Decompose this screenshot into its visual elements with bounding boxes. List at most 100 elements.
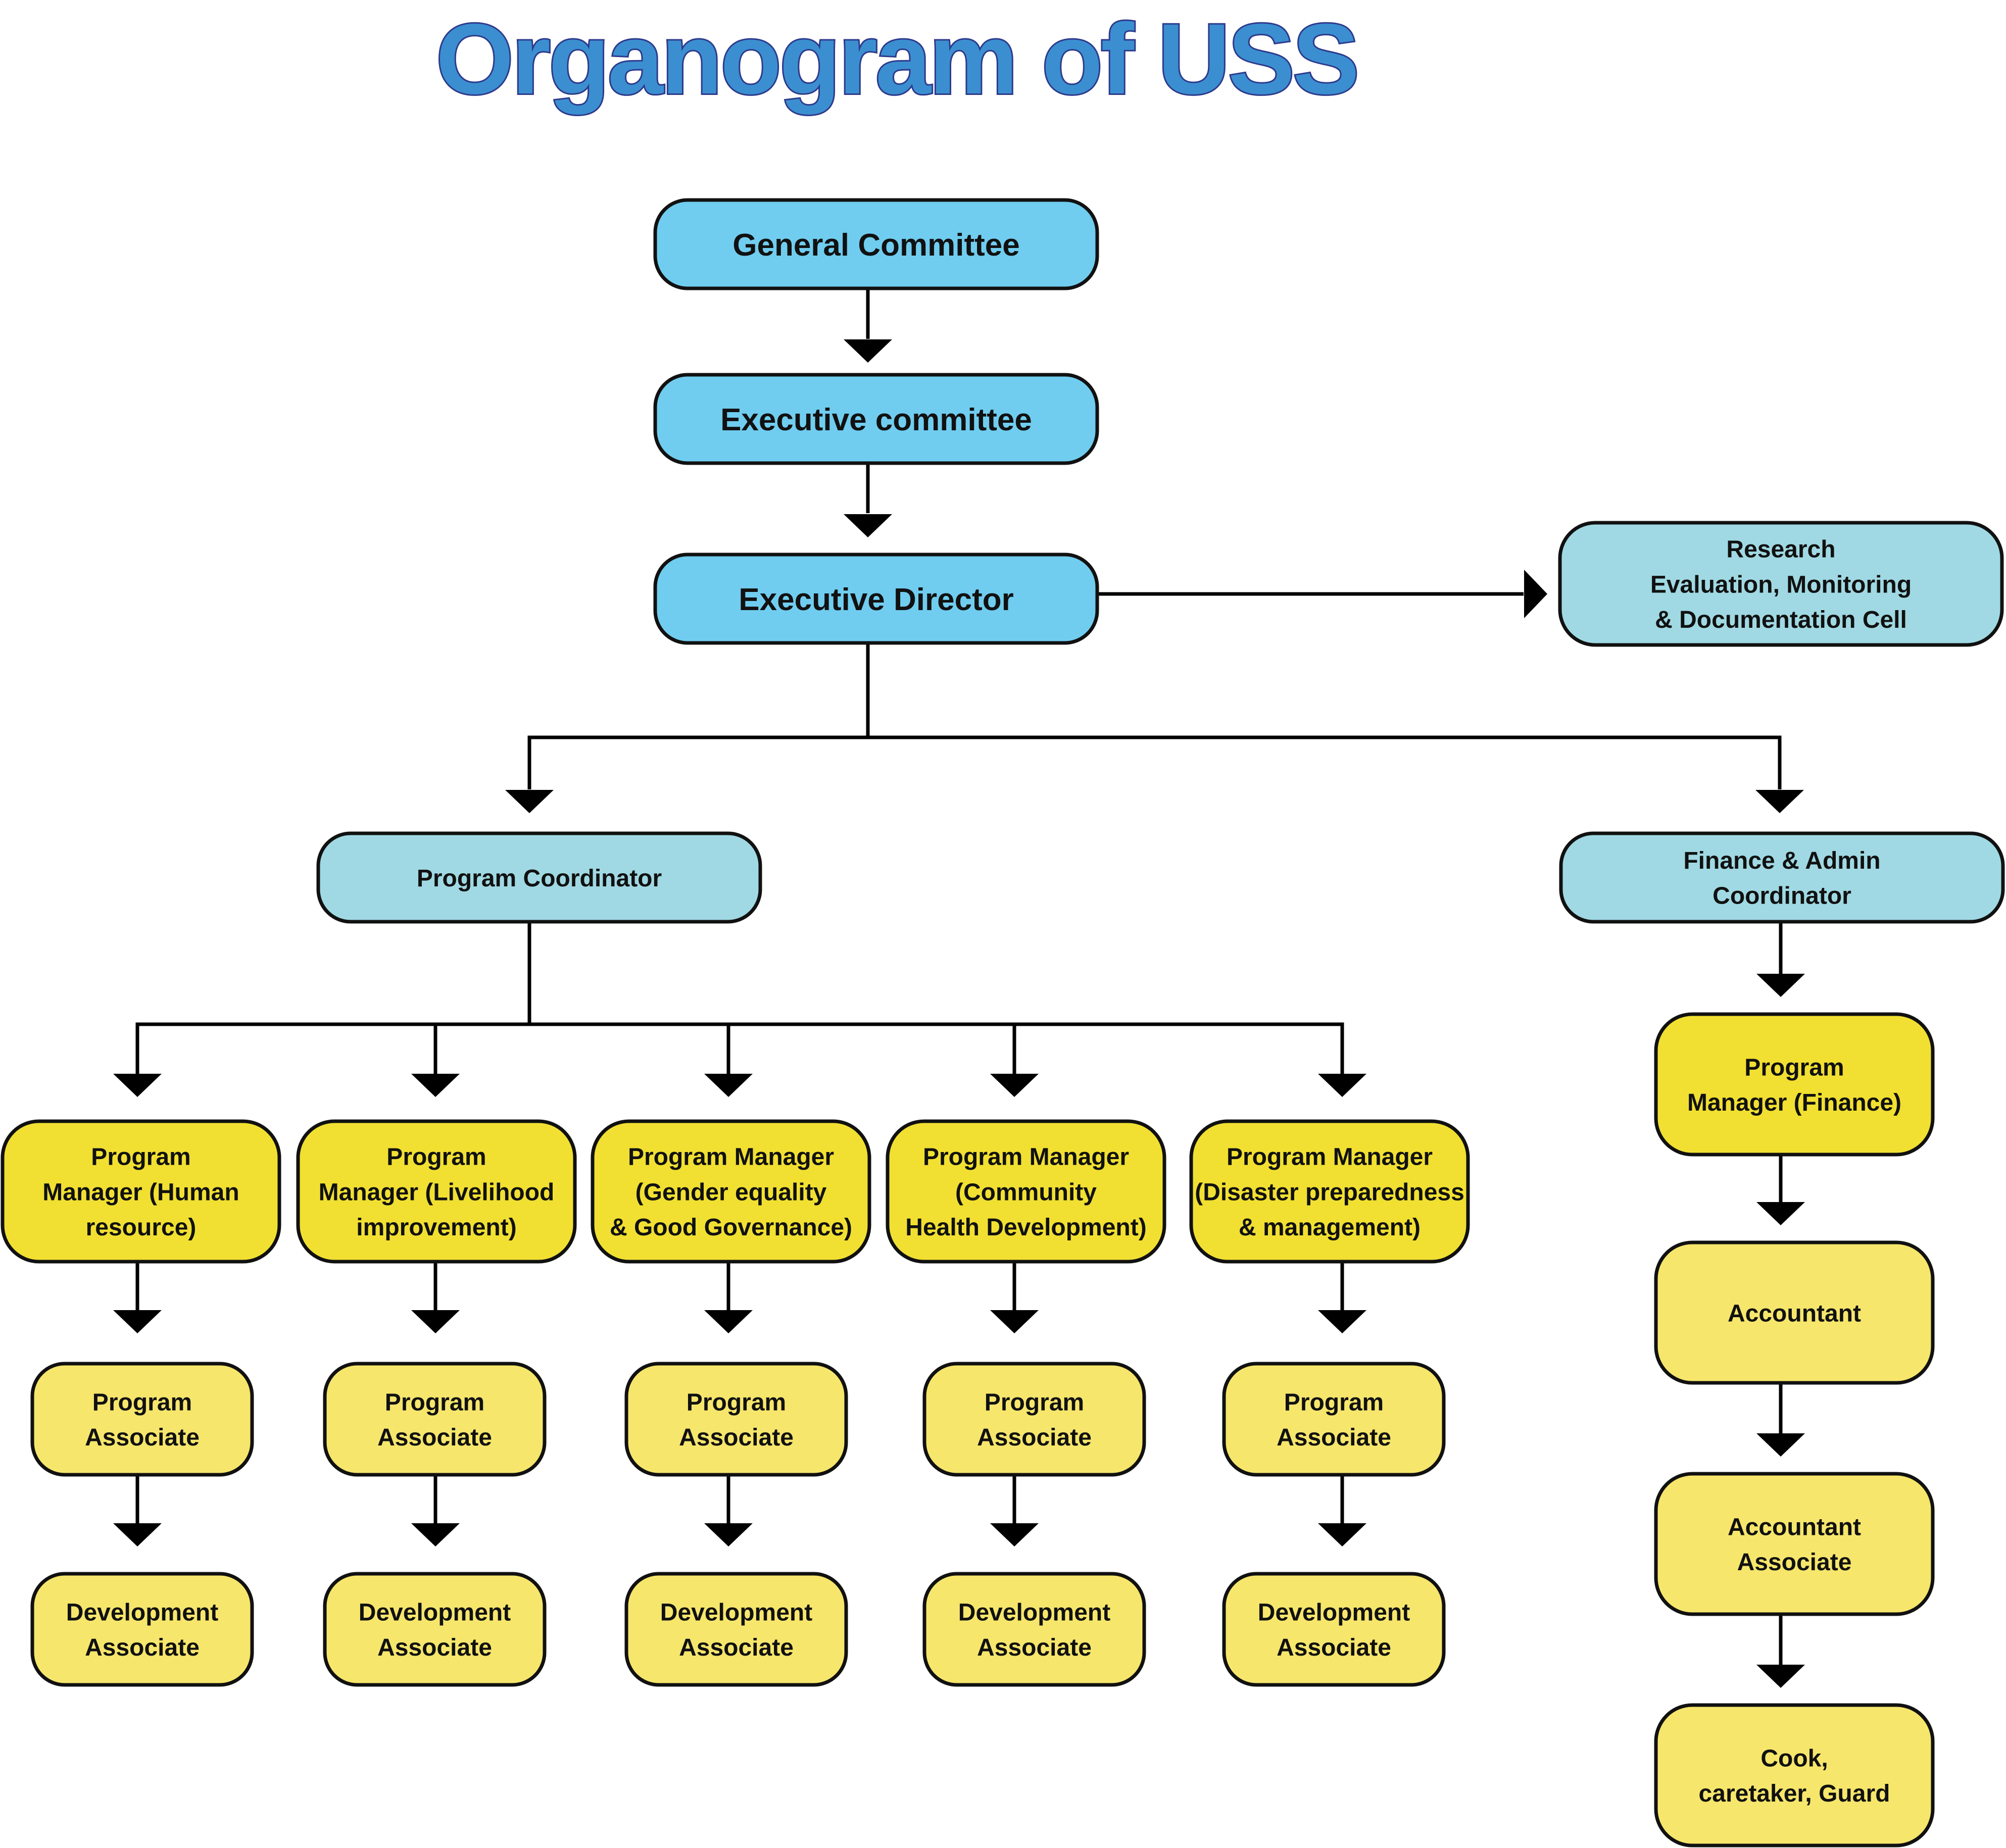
connector-accountant-to-accountant_associate [1756,1383,1805,1457]
node-label-line: improvement) [356,1214,516,1241]
node-label-line: & Good Governance) [610,1214,852,1241]
node-general-committee: General Committee [653,198,1099,290]
connector-finance_admin_coordinator-to-pm_finance [1756,922,1805,997]
node-box [316,831,762,924]
connector-program_coordinator-to-pm_disaster [529,1022,1366,1097]
node-box [653,373,1099,465]
node-label-line: Associate [85,1634,200,1661]
connector-pm_gender-to-pa_3 [704,1262,753,1333]
arrowhead-icon [844,514,892,537]
arrowhead-icon [113,1310,162,1333]
node-label-line: (Disaster preparedness [1195,1179,1464,1206]
arrowhead-icon [411,1310,460,1333]
node-box [30,1362,254,1477]
node-label-line: Program Manager [923,1144,1129,1171]
node-box [1,1119,281,1264]
node-label-line: Program [386,1144,486,1171]
node-label-line: General Committee [732,228,1020,263]
node-executive-committee: Executive committee [653,373,1099,465]
node-pm-disaster: Program Manager (Disaster preparedness & m… [1189,1119,1470,1264]
arrowhead-icon [1318,1074,1366,1097]
node-box [30,1572,254,1687]
node-box [653,198,1099,290]
node-label-line: Program [1744,1054,1844,1081]
arrowhead-icon [844,339,892,363]
node-label-line: Manager (Livelihood [319,1179,555,1206]
arrowhead-icon [1756,1202,1805,1225]
node-label-line: Accountant [1728,1300,1861,1327]
node-box [1558,521,2004,647]
node-label-line: Development [1258,1599,1410,1626]
node-label-line: Program Manager [1227,1144,1433,1171]
connector-pa_5-to-da_5 [1318,1475,1366,1546]
connector-pm_livelihood-to-pa_2 [411,1262,460,1333]
node-box [624,1362,848,1477]
node-label-line: Research [1726,536,1835,563]
arrowhead-icon [1756,1665,1805,1688]
connector-general_committee-to-executive_committee [844,288,892,363]
connector-layer [113,288,1805,1688]
connector-program_coordinator-to-pm_livelihood [411,1024,460,1097]
node-label-line: Program Manager [628,1144,834,1171]
node-box [624,1572,848,1687]
node-label-line: Coordinator [1713,883,1851,910]
node-label-line: Associate [377,1424,492,1451]
connector-pa_2-to-da_2 [411,1475,460,1546]
node-label-line: Program Coordinator [417,865,662,892]
node-box [1222,1362,1446,1477]
node-label-line: Program [687,1389,786,1416]
connector-program_coordinator-to-pm_community_health [990,1024,1039,1097]
connector-line [529,1022,1344,1074]
node-label-line: Associate [1277,1634,1391,1661]
node-box [1654,1240,1935,1385]
node-label-line: Cook, [1760,1745,1828,1772]
node-label-line: Associate [679,1424,794,1451]
node-label-line: Program [1284,1389,1384,1416]
node-box [922,1572,1146,1687]
node-label-line: Program [385,1389,484,1416]
arrowhead-icon [704,1523,753,1546]
node-box [1222,1572,1446,1687]
node-label-line: Manager (Finance) [1687,1089,1901,1116]
node-label-line: Program [92,1389,192,1416]
node-label-line: Associate [977,1424,1092,1451]
connector-pa_4-to-da_4 [990,1475,1039,1546]
node-label-line: Finance & Admin [1683,847,1880,874]
node-box [323,1572,547,1687]
node-label-line: caretaker, Guard [1699,1780,1890,1807]
connector-line [135,922,531,1074]
arrowhead-icon [1755,790,1804,813]
connector-executive_director-to-research_cell [1097,570,1547,618]
node-label-line: Accountant [1728,1514,1861,1540]
arrowhead-icon [990,1523,1039,1546]
connector-pm_finance-to-accountant [1756,1155,1805,1225]
node-label-line: resource) [86,1214,197,1241]
arrowhead-icon [411,1074,460,1097]
node-label-line: Associate [377,1634,492,1661]
arrowhead-icon [1318,1523,1366,1546]
node-label-line: & management) [1239,1214,1421,1241]
connector-line [527,643,870,789]
node-cook-caretaker-guard: Cook, caretaker, Guard [1654,1703,1935,1847]
connector-executive_committee-to-executive_director [844,463,892,537]
node-box [922,1362,1146,1477]
node-label-line: Development [660,1599,812,1626]
node-pm-gender: Program Manager(Gender equality& Good Go… [591,1119,871,1264]
arrowhead-icon [113,1523,162,1546]
node-label-line: Manager (Human [42,1179,239,1206]
node-label-line: Development [66,1599,218,1626]
node-box [1654,1012,1935,1157]
arrowhead-icon [1318,1310,1366,1333]
arrowhead-icon [1756,974,1805,997]
